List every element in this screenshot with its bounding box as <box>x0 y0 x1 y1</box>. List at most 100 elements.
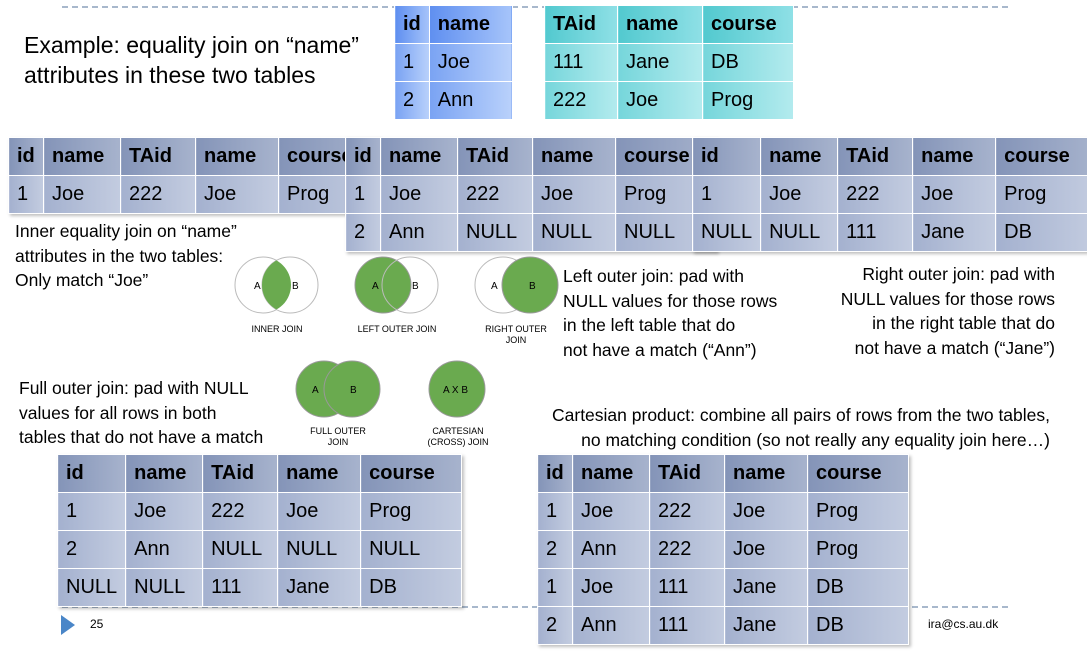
table-cell: Jane <box>724 606 808 645</box>
table-cell: 2 <box>394 81 430 120</box>
page-number: 25 <box>90 617 104 631</box>
table-cell: NULL <box>202 530 279 569</box>
table-header: name <box>43 137 121 176</box>
table-cell: Prog <box>807 492 909 531</box>
table-cell: 222 <box>202 492 279 531</box>
cartesian-venn: A X B <box>428 360 486 418</box>
table-header: course <box>360 454 463 493</box>
table-cell: Ann <box>125 530 204 569</box>
table-cell: NULL <box>360 530 463 569</box>
table-header: TAid <box>837 137 914 176</box>
caption-line: Inner equality join on “name” <box>15 221 237 241</box>
caption-line: attributes in the two tables: <box>15 245 224 266</box>
caption-line: Right outer join: pad with <box>862 264 1055 284</box>
full-outer-join-venn: A B <box>295 360 381 418</box>
table-header: name <box>195 137 279 176</box>
table-cell: 222 <box>457 175 533 214</box>
table-cell: 1 <box>691 175 762 214</box>
table-cell: DB <box>702 43 794 82</box>
venn-letter: A <box>312 385 319 396</box>
table-cell: 1 <box>56 492 127 531</box>
cartesian-caption: Cartesian product: combine all pairs of … <box>552 403 1050 452</box>
table-header: name <box>724 454 808 493</box>
table-header: name <box>380 137 458 176</box>
venn-label-line: (CROSS) JOIN <box>427 437 489 447</box>
author-email: ira@cs.au.dk <box>928 617 999 631</box>
table-cell: DB <box>360 568 463 607</box>
table-cell: Ann <box>380 213 458 252</box>
caption-line: not have a match (“Jane”) <box>854 337 1055 358</box>
table-header: TAid <box>457 137 533 176</box>
table-header: name <box>572 454 650 493</box>
table-cell: Joe <box>912 175 997 214</box>
table-cell: 222 <box>649 530 725 569</box>
table-cell: 1 <box>345 175 381 214</box>
venn-letter: B <box>292 281 299 292</box>
table-cell: Jane <box>277 568 362 607</box>
table-cell: 222 <box>544 81 618 120</box>
table-header: TAid <box>649 454 725 493</box>
table-header: name <box>125 454 204 493</box>
table-cell: 2 <box>345 213 381 252</box>
table-cell: NULL <box>56 568 127 607</box>
table-header: id <box>394 5 430 44</box>
table-cell: Jane <box>912 213 997 252</box>
venn-letter: A <box>254 281 261 292</box>
venn-label-line: RIGHT OUTER <box>485 324 547 334</box>
venn-label-line: LEFT OUTER JOIN <box>357 324 437 334</box>
table-cell: Joe <box>572 492 650 531</box>
table-cell: Joe <box>617 81 703 120</box>
right-outer-join-venn-label: RIGHT OUTER JOIN <box>470 324 562 346</box>
table-cell: NULL <box>760 213 839 252</box>
table-cell: Prog <box>702 81 794 120</box>
table-cell: Joe <box>380 175 458 214</box>
bottom-divider <box>62 606 1008 608</box>
caption-line: not have a match (“Ann”) <box>563 339 757 360</box>
table-cell: 222 <box>837 175 914 214</box>
table-cell: Jane <box>617 43 703 82</box>
venn-label-line: FULL OUTER <box>310 426 366 436</box>
table-cell: Joe <box>760 175 839 214</box>
table-cell: NULL <box>125 568 204 607</box>
table-cell: Ann <box>572 530 650 569</box>
full-outer-join-caption: Full outer join: pad with NULL values fo… <box>19 376 263 450</box>
top-divider <box>62 6 1008 8</box>
table-cell: Joe <box>428 43 513 82</box>
table-cell: Joe <box>532 175 616 214</box>
caption-line: Full outer join: pad with NULL <box>19 378 249 398</box>
slide-title: Example: equality join on “name” attribu… <box>24 30 359 90</box>
caption-line: Left outer join: pad with <box>563 266 744 286</box>
venn-label-line: INNER JOIN <box>251 324 303 334</box>
table-cell: DB <box>807 568 909 607</box>
table-header: id <box>345 137 381 176</box>
table-cell: DB <box>807 606 909 645</box>
table-cell: Prog <box>995 175 1087 214</box>
inner-join-caption: Inner equality join on “name” attributes… <box>15 219 237 293</box>
table-cell: 1 <box>8 175 44 214</box>
venn-label-line: JOIN <box>505 335 527 345</box>
venn-letter: A <box>372 281 379 292</box>
table-header: TAid <box>120 137 196 176</box>
venn-letter: A X B <box>443 385 468 396</box>
table-cell: 222 <box>120 175 196 214</box>
caption-line: Cartesian product: combine all pairs of … <box>552 405 1050 425</box>
right-outer-join-venn: A B <box>474 256 559 314</box>
table-cell: Joe <box>43 175 121 214</box>
table-header: name <box>760 137 839 176</box>
table-header: id <box>691 137 762 176</box>
venn-label-line: CARTESIAN <box>432 426 484 436</box>
table-header: course <box>702 5 794 44</box>
table-cell: 111 <box>649 606 725 645</box>
venn-letter: B <box>350 385 357 396</box>
